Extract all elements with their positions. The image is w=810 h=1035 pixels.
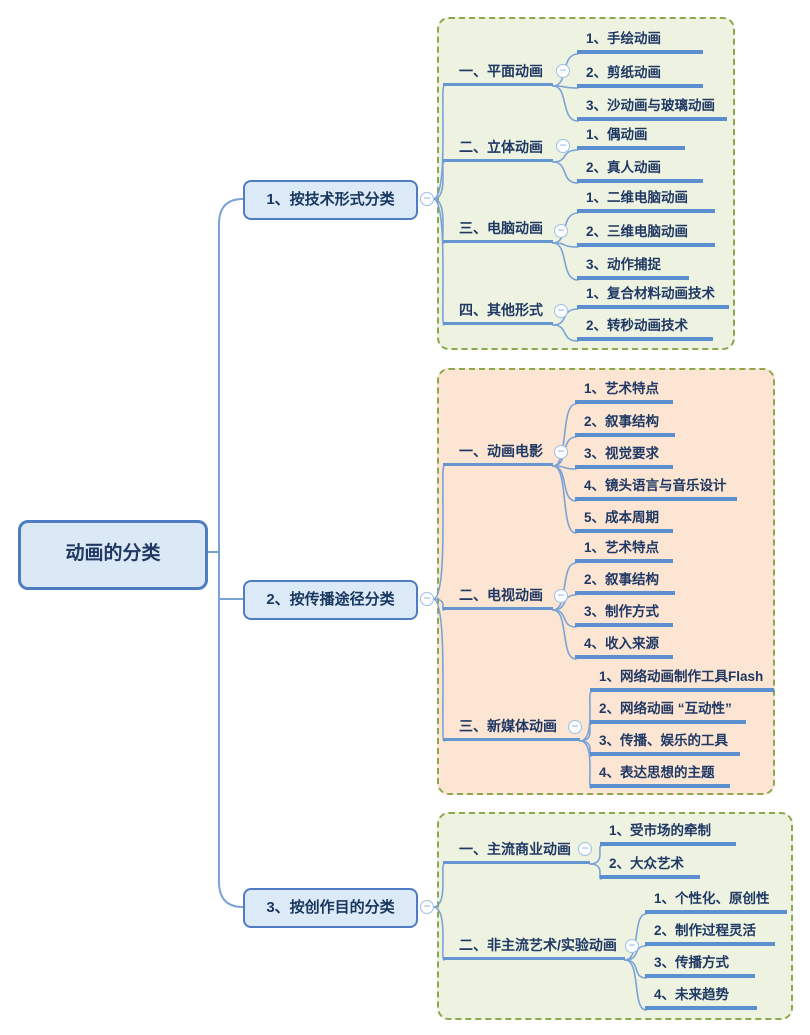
collapse-icon[interactable]: − [556,64,570,78]
collapse-icon[interactable]: − [554,304,568,318]
collapse-icon[interactable]: − [578,842,592,856]
subtopic-tv-animation[interactable]: 二、电视动画 [443,585,553,610]
root-topic[interactable]: 动画的分类 [18,520,208,590]
subtopic-animated-film[interactable]: 一、动画电影 [443,441,553,466]
collapse-icon[interactable]: − [554,224,568,238]
child-topic[interactable]: 1、艺术特点 [575,380,673,404]
child-topic[interactable]: 1、受市场的牵制 [600,822,736,846]
subtopic-other-forms[interactable]: 四、其他形式 [443,300,553,325]
child-topic[interactable]: 2、制作过程灵活 [645,922,775,946]
collapse-icon[interactable]: − [554,445,568,459]
child-topic[interactable]: 1、网络动画制作工具Flash [590,668,774,692]
collapse-icon[interactable]: − [568,720,582,734]
child-topic[interactable]: 2、剪纸动画 [577,64,703,88]
subtopic-computer-animation[interactable]: 三、电脑动画 [443,218,553,243]
child-topic[interactable]: 1、个性化、原创性 [645,890,787,914]
collapse-icon[interactable]: − [420,592,434,606]
child-topic[interactable]: 3、动作捕捉 [577,256,689,280]
child-topic[interactable]: 3、沙动画与玻璃动画 [577,97,727,121]
child-topic[interactable]: 1、二维电脑动画 [577,189,715,213]
branch-technical-form[interactable]: 1、按技术形式分类 [243,180,418,220]
child-topic[interactable]: 4、镜头语言与音乐设计 [575,477,737,501]
child-topic[interactable]: 3、制作方式 [575,603,673,627]
collapse-icon[interactable]: − [420,900,434,914]
child-topic[interactable]: 4、表达思想的主题 [590,764,730,788]
branch-creative-purpose[interactable]: 3、按创作目的分类 [243,888,418,928]
child-topic[interactable]: 2、转秒动画技术 [577,317,713,341]
group-boundary-purpose [437,812,793,1020]
child-topic[interactable]: 3、传播方式 [645,954,755,978]
child-topic[interactable]: 4、收入来源 [575,635,673,659]
collapse-icon[interactable]: − [554,589,568,603]
child-topic[interactable]: 2、网络动画 “互动性” [590,700,746,724]
child-topic[interactable]: 1、偶动画 [577,126,685,150]
subtopic-mainstream-commercial[interactable]: 一、主流商业动画 [443,839,590,864]
child-topic[interactable]: 1、艺术特点 [575,539,673,563]
child-topic[interactable]: 5、成本周期 [575,509,673,533]
child-topic[interactable]: 1、复合材料动画技术 [577,285,729,309]
subtopic-flat-animation[interactable]: 一、平面动画 [443,61,553,86]
child-topic[interactable]: 4、未来趋势 [645,986,757,1010]
collapse-icon[interactable]: − [625,939,639,953]
child-topic[interactable]: 1、手绘动画 [577,30,703,54]
branch-transmission-route[interactable]: 2、按传播途径分类 [243,580,418,620]
child-topic[interactable]: 2、三维电脑动画 [577,223,715,247]
subtopic-experimental-animation[interactable]: 二、非主流艺术/实验动画 [443,935,625,960]
collapse-icon[interactable]: − [420,192,434,206]
child-topic[interactable]: 2、真人动画 [577,159,703,183]
child-topic[interactable]: 2、叙事结构 [575,413,675,437]
group-boundary-technical [437,17,735,350]
child-topic[interactable]: 3、传播、娱乐的工具 [590,732,740,756]
collapse-icon[interactable]: − [556,139,570,153]
subtopic-new-media-animation[interactable]: 三、新媒体动画 [443,716,580,741]
child-topic[interactable]: 2、大众艺术 [600,855,700,879]
child-topic[interactable]: 2、叙事结构 [575,571,675,595]
child-topic[interactable]: 3、视觉要求 [575,445,673,469]
subtopic-stereo-animation[interactable]: 二、立体动画 [443,137,553,162]
